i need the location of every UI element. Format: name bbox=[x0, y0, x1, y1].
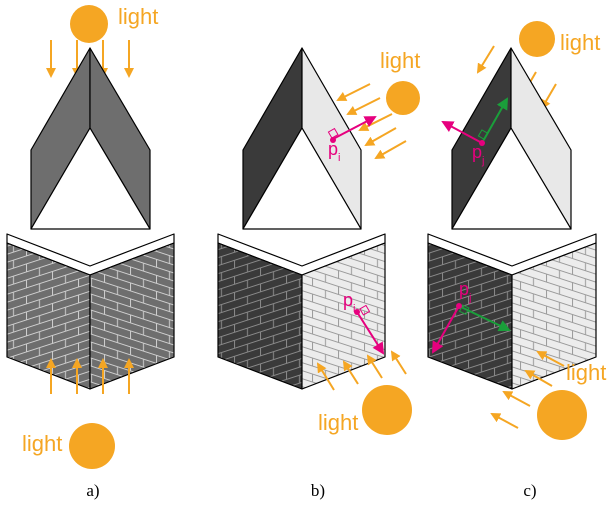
point-subscript: i bbox=[353, 303, 355, 315]
light-rays bbox=[46, 358, 134, 394]
brick-wall bbox=[6, 233, 175, 390]
panel-a: light light a) bbox=[6, 4, 175, 500]
panel-caption: b) bbox=[311, 481, 325, 500]
point-label: p bbox=[343, 290, 353, 310]
light-label: light bbox=[22, 431, 62, 456]
brick-wall bbox=[217, 233, 386, 390]
surface-point: p i bbox=[327, 116, 377, 164]
light-label: light bbox=[318, 410, 358, 435]
panel-c: light p j bbox=[427, 21, 606, 500]
light-rays bbox=[316, 350, 407, 391]
panel-caption: c) bbox=[523, 481, 536, 500]
light-label: light bbox=[380, 48, 420, 73]
roof bbox=[242, 47, 362, 230]
surface-point: p j bbox=[441, 97, 508, 167]
sun-icon bbox=[386, 81, 420, 115]
point-subscript: j bbox=[468, 292, 471, 304]
roof bbox=[451, 47, 572, 230]
sun-icon bbox=[537, 390, 587, 440]
point-subscript: i bbox=[338, 152, 340, 164]
light-rays bbox=[336, 83, 407, 159]
light-label: light bbox=[566, 360, 606, 385]
point-subscript: j bbox=[481, 155, 484, 167]
brick-wall bbox=[427, 233, 597, 390]
point-label: p bbox=[328, 139, 338, 159]
light-rays bbox=[490, 351, 565, 429]
light-label: light bbox=[118, 4, 158, 29]
sun-icon bbox=[362, 385, 412, 435]
roof bbox=[30, 47, 151, 230]
panel-caption: a) bbox=[86, 481, 99, 500]
panel-b: light p i p i bbox=[217, 47, 420, 500]
sun-icon bbox=[69, 423, 115, 469]
sun-icon bbox=[519, 21, 555, 57]
point-label: p bbox=[459, 279, 469, 299]
light-label: light bbox=[560, 30, 600, 55]
sun-icon bbox=[70, 5, 108, 43]
surface-point: p j bbox=[432, 279, 511, 354]
point-label: p bbox=[472, 142, 482, 162]
surface-point: p i bbox=[343, 290, 385, 355]
